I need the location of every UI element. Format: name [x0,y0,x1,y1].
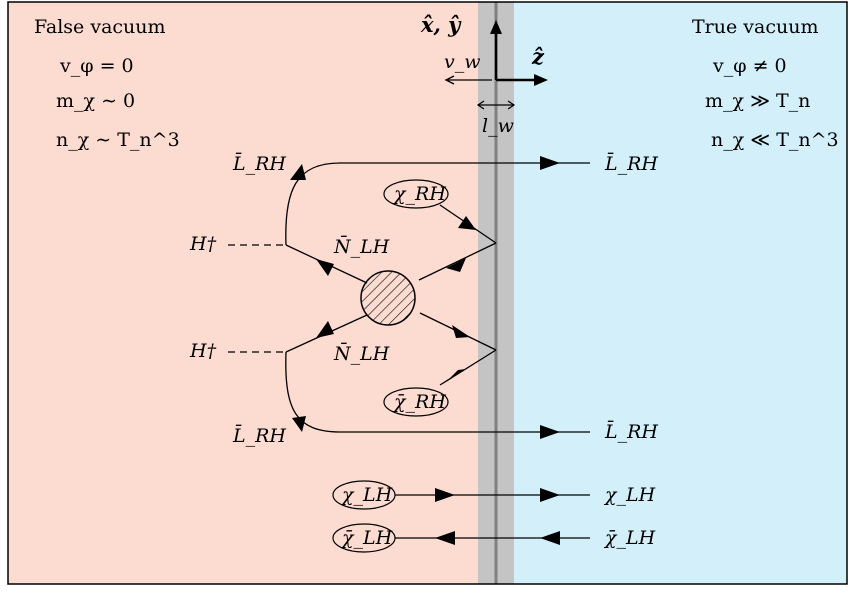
false-vacuum-title: False vacuum [34,16,166,38]
z-axis-label: ẑ [531,44,545,69]
wall-width: l_w [476,100,516,137]
false-vacuum-vev: v_φ = 0 [59,55,134,77]
chibar-lh-label-left: χ̄_LH [340,527,393,549]
propagator-arrows [290,156,560,545]
wall-width-label: l_w [482,115,514,137]
h-dagger-label-upper: H† [189,233,217,255]
l-rh-label-upper-right: L̄_RH [604,152,658,175]
true-vacuum-density: n_χ ≪ T_n^3 [711,129,839,151]
chibar-rh-label: χ̄_RH [392,391,446,413]
n-lh-label-lower: N̄_LH [333,342,390,365]
wall-velocity: v_w [444,51,492,85]
chibar-lh-label-right: χ̄_LH [603,527,656,549]
l-rh-label-lower-left: L̄_RH [232,424,286,447]
coordinate-axes: x̂, ŷ ẑ [420,12,548,86]
chi-rh-label: χ_RH [392,183,446,205]
h-dagger-label-lower: H† [189,340,217,362]
n-lh-label-upper: N̄_LH [333,235,390,258]
true-vacuum-title: True vacuum [692,16,818,38]
frame [7,1,848,585]
l-rh-label-upper-left: L̄_RH [232,152,286,175]
chi-lh-label-left: χ_LH [340,484,393,506]
effective-vertex-blob [360,270,416,326]
wall-velocity-label: v_w [444,51,481,73]
true-vacuum-vev: v_φ ≠ 0 [712,55,787,77]
xy-axis-label: x̂, ŷ [420,12,462,37]
feynman-lines [228,162,590,539]
true-vacuum-mass: m_χ ≫ T_n [705,90,810,112]
true-vacuum-region [514,2,847,584]
particle-labels: L̄_RH L̄_RH L̄_RH L̄_RH H† H† N̄_LH N̄_L… [189,152,658,553]
l-rh-label-lower-right: L̄_RH [604,420,658,443]
false-vacuum-density: n_χ ∼ T_n^3 [56,129,180,151]
false-vacuum-mass: m_χ ∼ 0 [56,90,135,112]
chi-lh-label-right: χ_LH [603,484,656,506]
